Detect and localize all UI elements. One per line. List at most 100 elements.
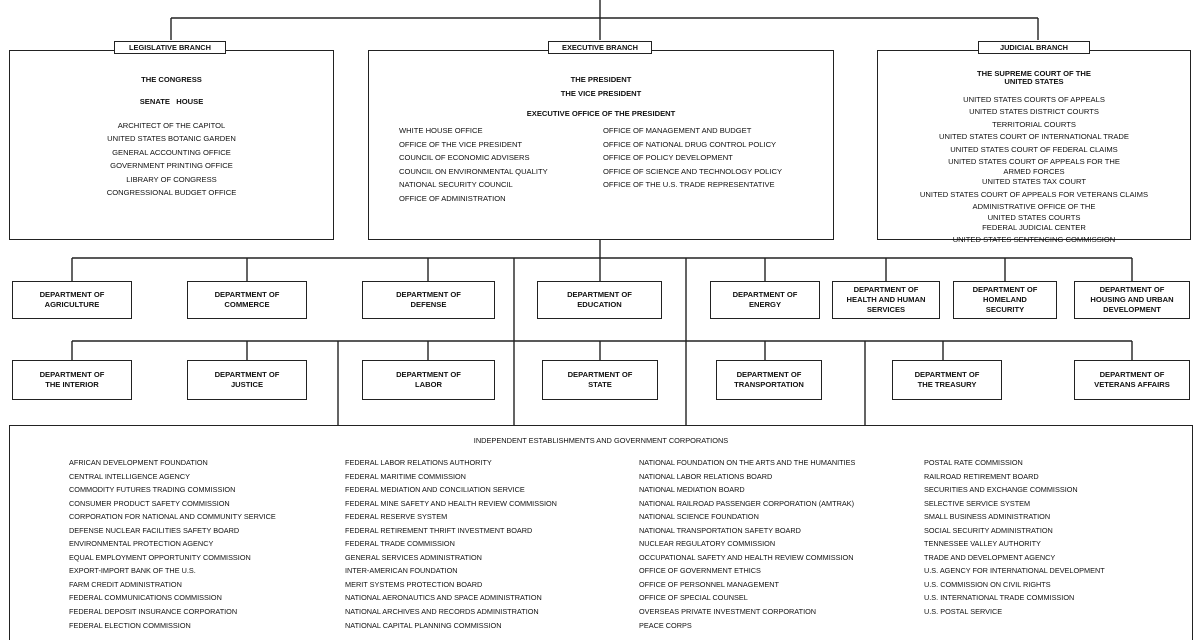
department-label-line: DEPARTMENT OF [396, 290, 461, 299]
independent-agency: GENERAL SERVICES ADMINISTRATION [345, 552, 482, 562]
vice-president-title: THE VICE PRESIDENT [560, 89, 642, 98]
department-label-line: COMMERCE [224, 300, 270, 309]
independent-agency: CORPORATION FOR NATIONAL AND COMMUNITY S… [69, 512, 276, 522]
judicial-branch-label: JUDICIAL BRANCH [978, 41, 1090, 54]
department-label-line: DEPARTMENT OF [853, 285, 919, 294]
department-label-line: AGRICULTURE [44, 300, 100, 309]
independent-agency: TENNESSEE VALLEY AUTHORITY [924, 539, 1041, 549]
judicial-court: UNITED STATES TAX COURT [878, 176, 1190, 188]
independent-agency: OVERSEAS PRIVATE INVESTMENT CORPORATION [639, 607, 817, 617]
independent-agency: U.S. AGENCY FOR INTERNATIONAL DEVELOPMEN… [924, 566, 1105, 576]
legislative-agency: CONGRESSIONAL BUDGET OFFICE [106, 188, 237, 198]
department-label-line: DEPARTMENT OF [214, 370, 280, 379]
independent-agency: AFRICAN DEVELOPMENT FOUNDATION [69, 458, 208, 467]
independent-agency: FEDERAL MINE SAFETY AND HEALTH REVIEW CO… [345, 498, 557, 508]
independent-agency: SECURITIES AND EXCHANGE COMMISSION [924, 485, 1078, 495]
department-label-line: DEPARTMENT OF [396, 370, 461, 379]
judicial-court-line: UNITED STATES TAX COURT [982, 177, 1086, 187]
independent-agency: NATIONAL CAPITAL PLANNING COMMISSION [345, 620, 502, 630]
independent-agency: FEDERAL RESERVE SYSTEM [345, 512, 448, 522]
department-label-line: TRANSPORTATION [734, 380, 804, 389]
department-label-line: HOUSING AND URBAN [1090, 295, 1174, 304]
supreme-court-title-line1: THE SUPREME COURT OF THE [977, 69, 1091, 78]
independent-agency: TRADE AND DEVELOPMENT AGENCY [924, 552, 1056, 562]
independent-agency: FEDERAL RETIREMENT THRIFT INVESTMENT BOA… [345, 525, 533, 535]
judicial-court: UNITED STATES SENTENCING COMMISSION [878, 234, 1190, 246]
independent-column-1: AFRICAN DEVELOPMENT FOUNDATION CENTRAL IN… [69, 456, 276, 632]
senate-house: SENATE HOUSE [139, 97, 204, 106]
independent-agency: NATIONAL RAILROAD PASSENGER CORPORATION … [639, 498, 855, 508]
independent-agency: COMMODITY FUTURES TRADING COMMISSION [69, 485, 236, 495]
independent-agency: NUCLEAR REGULATORY COMMISSION [639, 539, 776, 549]
judicial-court: UNITED STATES COURTS OF APPEALS [878, 94, 1190, 106]
independent-agency: PEACE CORPS [639, 620, 692, 630]
independent-agency: U.S. INTERNATIONAL TRADE COMMISSION [924, 593, 1075, 603]
judicial-court: UNITED STATES DISTRICT COURTS [878, 106, 1190, 118]
independent-agency: NATIONAL LABOR RELATIONS BOARD [639, 471, 773, 481]
independent-agency: FEDERAL TRADE COMMISSION [345, 539, 455, 549]
department-label-line: DEPARTMENT OF [972, 285, 1038, 294]
judicial-court: UNITED STATES COURT OF FEDERAL CLAIMS [878, 144, 1190, 156]
independent-agency: MERIT SYSTEMS PROTECTION BOARD [345, 579, 483, 589]
judicial-court-line: UNITED STATES COURT OF FEDERAL CLAIMS [950, 144, 1118, 154]
independent-agency: SOCIAL SECURITY ADMINISTRATION [924, 525, 1053, 535]
judicial-court-line: FEDERAL JUDICIAL CENTER [982, 222, 1086, 232]
executive-office: NATIONAL SECURITY COUNCIL [399, 180, 513, 189]
independent-agency: ENVIRONMENTAL PROTECTION AGENCY [69, 539, 214, 549]
independent-agency: DEFENSE NUCLEAR FACILITIES SAFETY BOARD [69, 525, 240, 535]
executive-office: COUNCIL ON ENVIRONMENTAL QUALITY [399, 166, 548, 176]
department-label-line: DEPARTMENT OF [567, 370, 633, 379]
independent-agency: EXPORT-IMPORT BANK OF THE U.S. [69, 566, 196, 576]
executive-office: OFFICE OF THE VICE PRESIDENT [399, 139, 523, 149]
independent-agency: NATIONAL MEDIATION BOARD [639, 485, 745, 495]
independent-agency: INTER-AMERICAN FOUNDATION [345, 566, 458, 576]
judicial-court-line: UNITED STATES COURT OF APPEALS FOR THE [948, 157, 1120, 167]
independent-agency: NATIONAL FOUNDATION ON THE ARTS AND THE … [639, 458, 856, 467]
executive-office: OFFICE OF ADMINISTRATION [399, 193, 506, 203]
independent-agency: NATIONAL SCIENCE FOUNDATION [639, 512, 759, 522]
judicial-court: TERRITORIAL COURTS [878, 119, 1190, 131]
independent-agency: FARM CREDIT ADMINISTRATION [69, 579, 182, 589]
department-label-line: DEPARTMENT OF [736, 370, 802, 379]
independent-agency: OFFICE OF GOVERNMENT ETHICS [639, 566, 761, 576]
department-label-line: HOMELAND [983, 295, 1027, 304]
independent-agency: SMALL BUSINESS ADMINISTRATION [924, 512, 1051, 522]
department-label-line: SECURITY [985, 305, 1025, 314]
department-label-line: DEPARTMENT OF [214, 290, 280, 299]
judicial-court-line: ADMINISTRATIVE OFFICE OF THE [972, 202, 1096, 212]
department-label-line: STATE [588, 380, 612, 389]
independent-agency: CENTRAL INTELLIGENCE AGENCY [69, 471, 190, 481]
legislative-agency: GOVERNMENT PRINTING OFFICE [110, 161, 233, 171]
independent-agency: SELECTIVE SERVICE SYSTEM [924, 498, 1031, 508]
supreme-court-title-line2: UNITED STATES [1004, 77, 1064, 86]
independent-establishments-box: INDEPENDENT ESTABLISHMENTS AND GOVERNMEN… [9, 425, 1193, 640]
independent-agency: RAILROAD RETIREMENT BOARD [924, 471, 1039, 481]
legislative-agency: UNITED STATES BOTANIC GARDEN [107, 134, 236, 144]
president-title: THE PRESIDENT [570, 75, 632, 84]
independent-agency: FEDERAL MARITIME COMMISSION [345, 471, 466, 481]
judicial-court: UNITED STATES COURT OF APPEALS FOR VETER… [878, 189, 1190, 201]
independent-agency: CONSUMER PRODUCT SAFETY COMMISSION [69, 498, 230, 508]
department-label-line: THE INTERIOR [45, 380, 99, 389]
row2-connector [71, 340, 1133, 360]
judicial-branch-box: THE SUPREME COURT OF THE UNITED STATES U… [877, 50, 1191, 244]
independent-agency: OFFICE OF PERSONNEL MANAGEMENT [639, 579, 780, 589]
